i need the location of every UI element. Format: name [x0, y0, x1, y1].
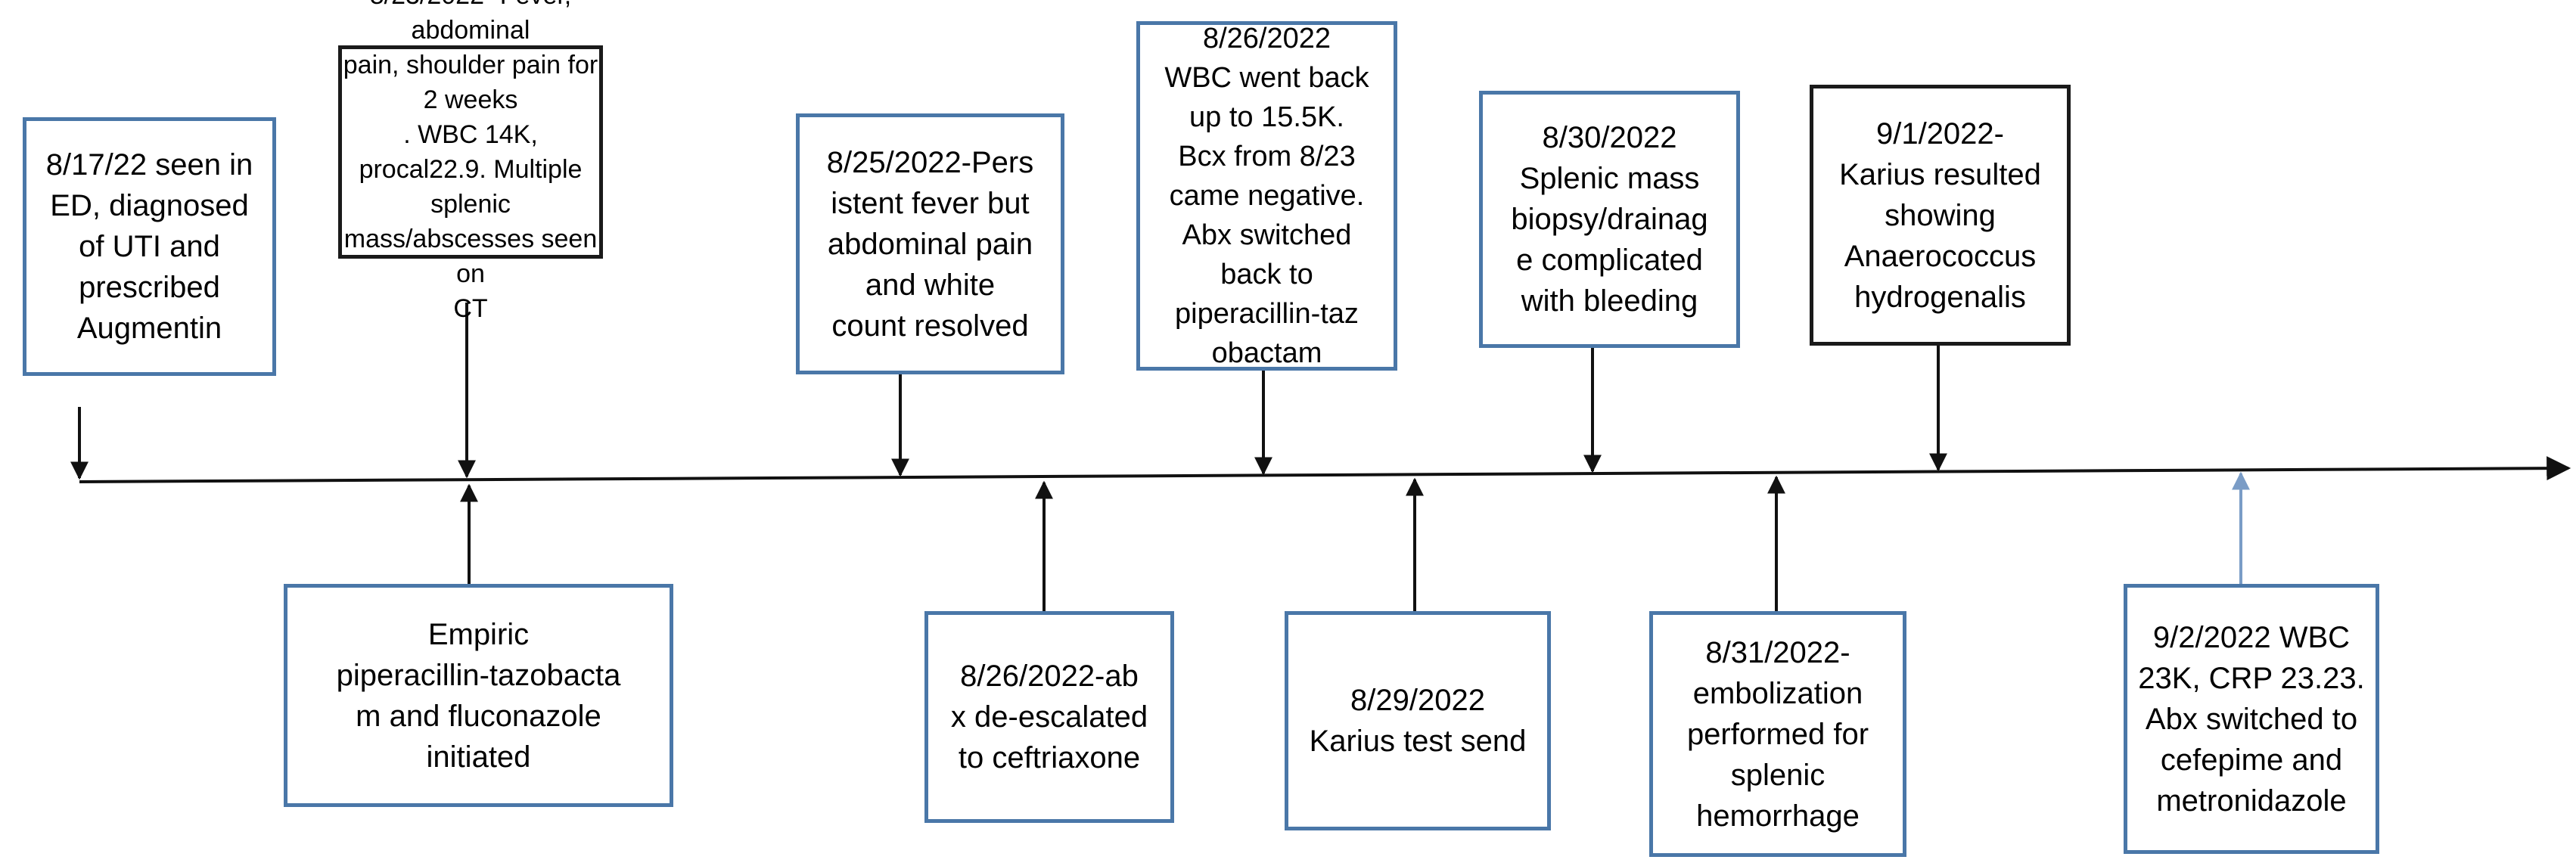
- event-text-e0817: 8/17/22 seen in ED, diagnosed of UTI and…: [45, 148, 253, 345]
- event-text-e0823: 8/23/2022 -Fever, abdominal pain, should…: [343, 0, 598, 323]
- event-text-e0901: 9/1/2022- Karius resulted showing Anaero…: [1839, 116, 2041, 314]
- event-box-e0825: 8/25/2022-Pers istent fever but abdomina…: [796, 113, 1064, 374]
- event-text-e0826a: 8/26/2022 WBC went back up to 15.5K. Bcx…: [1164, 23, 1369, 369]
- timeline-axis: [79, 456, 2571, 483]
- event-text-e0830: 8/30/2022 Splenic mass biopsy/drainag e …: [1511, 121, 1708, 318]
- event-box-e0826b: 8/26/2022-ab x de-escalated to ceftriaxo…: [924, 611, 1174, 823]
- event-box-e0817: 8/17/22 seen in ED, diagnosed of UTI and…: [23, 117, 276, 376]
- event-text-e0823b: Empiric piperacillin-tazobacta m and flu…: [336, 617, 621, 774]
- event-box-e0823: 8/23/2022 -Fever, abdominal pain, should…: [338, 0, 603, 323]
- event-box-e0823b: Empiric piperacillin-tazobacta m and flu…: [284, 584, 673, 807]
- event-text-e0829: 8/29/2022 Karius test send: [1309, 684, 1527, 758]
- event-box-e0901: 9/1/2022- Karius resulted showing Anaero…: [1810, 85, 2071, 346]
- event-box-e0826a: 8/26/2022 WBC went back up to 15.5K. Bcx…: [1136, 21, 1397, 371]
- event-box-e0831: 8/31/2022- embolization performed for sp…: [1649, 611, 1906, 857]
- event-box-e0829: 8/29/2022 Karius test send: [1285, 611, 1551, 830]
- event-box-e0830: 8/30/2022 Splenic mass biopsy/drainag e …: [1479, 91, 1740, 348]
- event-text-e0826b: 8/26/2022-ab x de-escalated to ceftriaxo…: [950, 660, 1148, 774]
- event-text-e0825: 8/25/2022-Pers istent fever but abdomina…: [826, 145, 1034, 343]
- event-text-e0831: 8/31/2022- embolization performed for sp…: [1686, 635, 1869, 833]
- event-box-e0902: 9/2/2022 WBC 23K, CRP 23.23. Abx switche…: [2124, 584, 2379, 854]
- event-text-e0902: 9/2/2022 WBC 23K, CRP 23.23. Abx switche…: [2138, 620, 2365, 818]
